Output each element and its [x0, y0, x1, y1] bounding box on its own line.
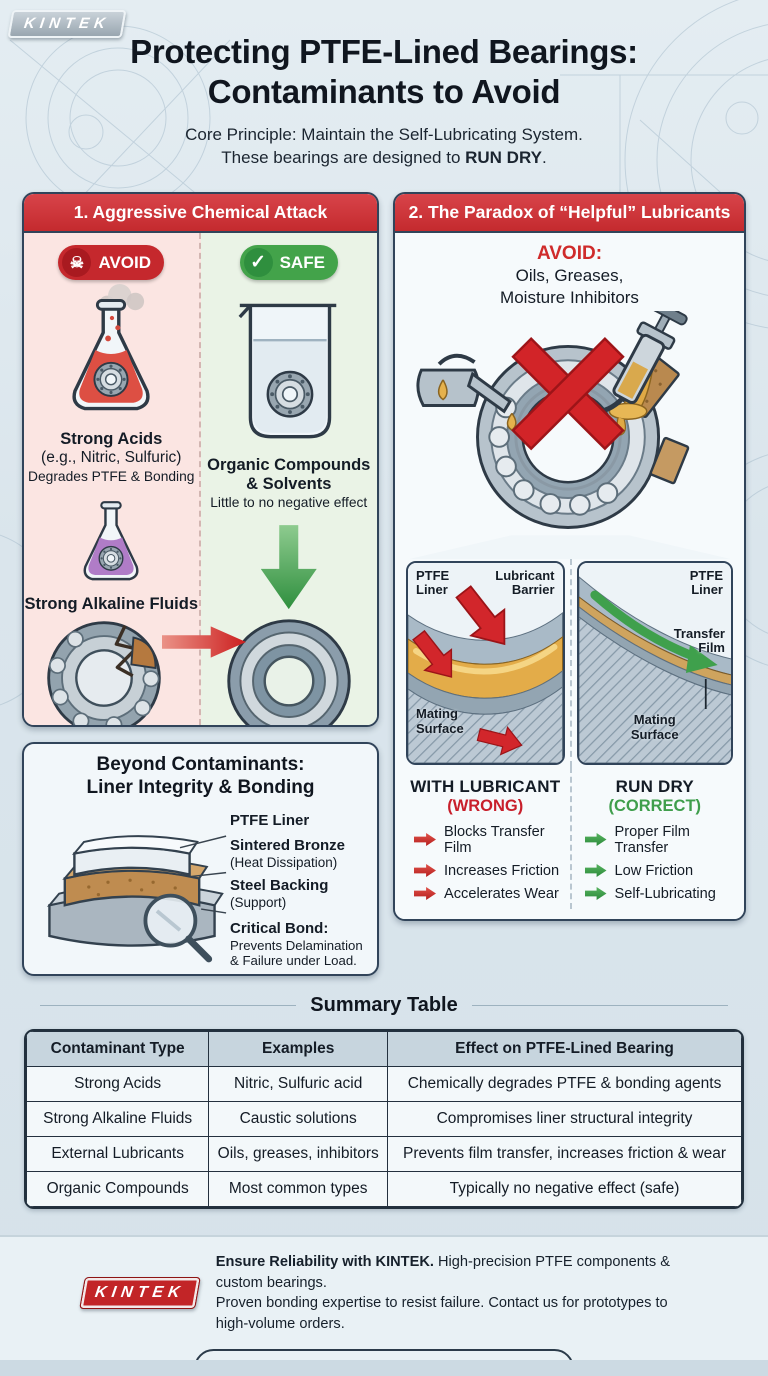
- strong-acids-examples: (e.g., Nitric, Sulfuric): [41, 448, 182, 466]
- with-lubricant-verdict: WITH LUBRICANT (WRONG): [410, 776, 561, 815]
- red-arrow-icon: [414, 833, 436, 846]
- list-item: Increases Friction: [414, 863, 570, 879]
- liner-box-title: Beyond Contaminants: Liner Integrity & B…: [86, 754, 315, 798]
- organic-compounds-effect: Little to no negative effect: [210, 494, 368, 510]
- intact-bearing-icon: [227, 619, 351, 725]
- footer-cta-band: KINTEK Ensure Reliability with KINTEK. H…: [0, 1235, 768, 1376]
- website-url: kintek-solution.com: [311, 1373, 457, 1376]
- table-cell: Strong Acids: [26, 1066, 210, 1102]
- critical-bond-note: Critical Bond: Prevents Delamination & F…: [230, 919, 363, 968]
- panel1-title: 1. Aggressive Chemical Attack: [24, 194, 377, 233]
- avoid-badge: ☠ AVOID: [58, 245, 165, 280]
- table-cell: Strong Alkaline Fluids: [26, 1101, 210, 1137]
- table-header-cell: Effect on PTFE-Lined Bearing: [387, 1031, 742, 1067]
- strong-acids-label: Strong Acids: [60, 430, 163, 448]
- lubricated-bearing-illustration: [409, 310, 730, 559]
- damaged-bearing-icon: [47, 621, 162, 725]
- kintek-logo-header: KINTEK: [7, 10, 127, 38]
- panel2-title: 2. The Paradox of “Helpful” Lubricants: [395, 194, 744, 233]
- beaker-icon: [238, 303, 337, 439]
- green-arrow-icon: [584, 887, 607, 900]
- table-cell: Compromises liner structural integrity: [387, 1101, 742, 1137]
- website-bar: kintek-solution.com: [0, 1359, 768, 1376]
- list-item: Accelerates Wear: [414, 886, 570, 902]
- green-arrow-icon: [584, 833, 607, 846]
- table-cell: Chemically degrades PTFE & bonding agent…: [387, 1066, 742, 1102]
- strong-acids-effect: Degrades PTFE & Bonding: [28, 468, 195, 484]
- grease-gun-shape: [585, 310, 688, 415]
- green-arrow-icon: [584, 864, 607, 877]
- table-cell: Caustic solutions: [208, 1101, 389, 1137]
- list-item: Proper Film Transfer: [584, 824, 739, 856]
- organic-compounds-label: Organic Compounds & Solvents: [207, 456, 371, 493]
- kintek-logo-footer: KINTEK: [79, 1277, 201, 1310]
- table-header-cell: Contaminant Type: [26, 1031, 210, 1067]
- table-cell: External Lubricants: [26, 1136, 210, 1172]
- avoid-column: ☠ AVOID: [24, 233, 201, 725]
- red-arrow-icon: [414, 864, 436, 877]
- footer-text: Ensure Reliability with KINTEK. High-pre…: [215, 1254, 670, 1333]
- correct-effects-list: Proper Film Transfer Low Friction Self-L…: [572, 824, 739, 902]
- safe-badge: ✓ SAFE: [239, 245, 338, 280]
- safe-column: ✓ SAFE: [200, 233, 377, 725]
- header: KINTEK Protecting PTFE-Lined Bearings: C…: [0, 0, 768, 178]
- summary-heading: Summary Table: [0, 994, 768, 1017]
- table-cell: Most common types: [208, 1171, 389, 1207]
- divider-line: [40, 1004, 297, 1007]
- table-row: External Lubricants Oils, greases, inhib…: [26, 1136, 742, 1172]
- checkmark-icon: ✓: [243, 248, 273, 277]
- table-cell: Prevents film transfer, increases fricti…: [387, 1136, 742, 1172]
- green-down-arrow: [260, 525, 317, 610]
- red-x-shape: [510, 336, 625, 450]
- kintek-logo-text: KINTEK: [22, 15, 112, 32]
- table-row: Strong Alkaline Fluids Caustic solutions…: [26, 1101, 742, 1137]
- red-arrow-icon: [414, 887, 436, 900]
- ptfe-liner-label: PTFE Liner: [230, 811, 310, 829]
- steel-backing-label: Steel Backing: [230, 877, 329, 895]
- sintered-bronze-label: Sintered Bronze: [230, 836, 346, 854]
- panel-lubricant-paradox: 2. The Paradox of “Helpful” Lubricants A…: [393, 192, 746, 921]
- summary-table: Contaminant Type Examples Effect on PTFE…: [26, 1031, 742, 1207]
- lubricant-barrier-cross-section: [407, 562, 563, 763]
- table-cell: Organic Compounds: [26, 1171, 210, 1207]
- oil-can-shape: [415, 353, 517, 431]
- strong-alkaline-label: Strong Alkaline Fluids: [24, 594, 199, 613]
- table-cell: Oils, greases, inhibitors: [208, 1136, 389, 1172]
- table-row: Organic Compounds Most common types Typi…: [26, 1171, 742, 1207]
- alkaline-flask-icon: [83, 500, 139, 581]
- acid-flask-icon: [72, 283, 150, 411]
- list-item: Self-Lubricating: [584, 886, 739, 902]
- skull-icon: ☠: [62, 248, 92, 277]
- table-cell: Typically no negative effect (safe): [387, 1171, 742, 1207]
- list-item: Low Friction: [584, 863, 739, 879]
- divider-line: [471, 1004, 728, 1007]
- panel-chemical-attack: 1. Aggressive Chemical Attack ☠ AVOID: [22, 192, 379, 727]
- layer-labels: PTFE Liner Sintered Bronze (Heat Dissipa…: [228, 804, 365, 970]
- summary-table-wrapper: Contaminant Type Examples Effect on PTFE…: [24, 1029, 744, 1209]
- avoid-heading: AVOID:: [536, 243, 603, 264]
- table-header-cell: Examples: [208, 1031, 389, 1067]
- table-row: Strong Acids Nitric, Sulfuric acid Chemi…: [26, 1066, 742, 1102]
- layer-stack-icon: [46, 834, 227, 962]
- page-subtitle: Core Principle: Maintain the Self-Lubric…: [185, 125, 583, 168]
- list-item: Blocks Transfer Film: [414, 824, 570, 856]
- liner-integrity-box: Beyond Contaminants: Liner Integrity & B…: [22, 742, 379, 976]
- wrong-effects-list: Blocks Transfer Film Increases Friction …: [401, 824, 570, 902]
- run-dry-verdict: RUN DRY (CORRECT): [608, 776, 702, 815]
- table-cell: Nitric, Sulfuric acid: [208, 1066, 389, 1102]
